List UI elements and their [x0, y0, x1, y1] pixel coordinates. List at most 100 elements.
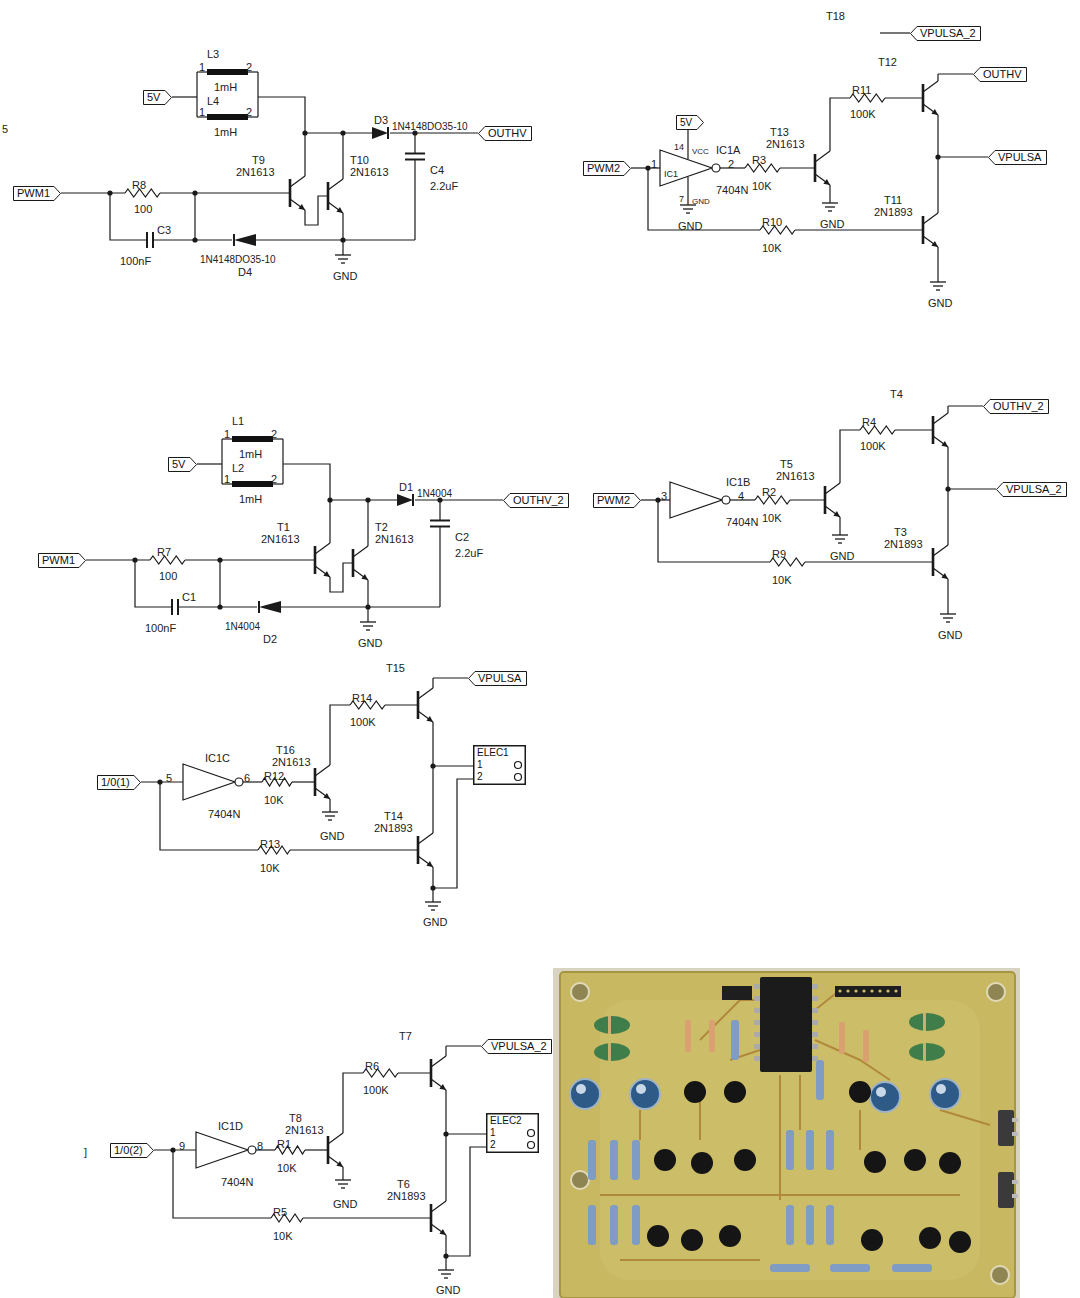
transistor-symbol [933, 413, 948, 447]
diode-symbol [234, 234, 256, 246]
mounting-hole [571, 983, 589, 1001]
wire [938, 156, 988, 157]
transistor-symbol [418, 833, 433, 867]
part-label: 2.2uF [455, 547, 483, 559]
transistor-base [417, 836, 420, 864]
inverter-bubble [722, 496, 730, 504]
transistor-emitter [431, 1079, 446, 1090]
wire [290, 849, 418, 850]
transistor-arrow [336, 207, 343, 213]
inductor-part [909, 1043, 945, 1061]
capacitor-top [936, 1084, 946, 1094]
connector-pin [1012, 1194, 1018, 1198]
ground-line [322, 811, 338, 812]
part-label: 1 [224, 473, 230, 485]
wire [880, 32, 910, 33]
part-label: 10K [762, 512, 782, 524]
wire [367, 580, 368, 622]
signal-name: PWM2 [597, 494, 631, 507]
part-label: R9 [772, 548, 786, 560]
connector-part [998, 1172, 1014, 1208]
part-label: L4 [207, 95, 219, 107]
inverter-symbol [196, 1132, 248, 1168]
part-label: 1N4004 [417, 488, 452, 500]
port-flag: 1/0(1) [97, 775, 141, 790]
part-label: 7404N [726, 516, 758, 528]
part-label: 1 [199, 61, 205, 73]
part-label: 1mH [214, 126, 237, 138]
transistor-base [327, 1136, 330, 1164]
flag-shape [594, 494, 641, 508]
inductor-symbol [232, 481, 273, 487]
ground-symbol [335, 255, 351, 263]
mounting-hole [571, 1171, 589, 1189]
wire [305, 1149, 328, 1150]
diode-symbol [397, 494, 413, 506]
part-label: R10 [762, 216, 782, 228]
wire [154, 1149, 196, 1150]
pin-number: 2 [490, 1139, 523, 1151]
transistor-base [314, 768, 317, 796]
capacitor-plate [405, 159, 425, 161]
part-label: R3 [752, 154, 766, 166]
connector-pin [1012, 1118, 1018, 1122]
transistor-arrow [298, 204, 305, 210]
flag-shape [504, 494, 569, 508]
part-label: 2 [271, 473, 277, 485]
transistor-base [824, 486, 827, 514]
part-label: 2.2uF [430, 180, 458, 192]
port-flag: VPULSA_2 [481, 1039, 552, 1054]
wire [258, 97, 372, 133]
wire [938, 73, 973, 74]
flag-shape [584, 162, 631, 176]
capacitor-plate [171, 599, 173, 615]
part-label: 100K [850, 108, 876, 120]
ic-pin [754, 1044, 760, 1049]
transistor-emitter [315, 788, 330, 799]
part-label: R8 [132, 179, 146, 191]
inverter-symbol [670, 482, 722, 518]
resistor-part [731, 1020, 739, 1060]
resistor-part [588, 1140, 596, 1180]
part-label: R4 [862, 416, 876, 428]
transistor-part [647, 1225, 669, 1247]
ground-line [930, 281, 946, 282]
wire [439, 500, 440, 521]
resistor-part [786, 1205, 794, 1245]
transistor-collector [328, 1133, 343, 1144]
part-label: 5 [166, 772, 172, 784]
capacitor-top [636, 1084, 646, 1094]
wire [385, 704, 418, 705]
part-label: 100 [134, 203, 152, 215]
part-label: 2N1613 [236, 166, 275, 178]
wire [330, 705, 350, 765]
transistor-base [932, 548, 935, 576]
ground-symbol [425, 902, 441, 910]
part-label: C2 [455, 531, 469, 543]
part-label: 6 [244, 772, 250, 784]
ground-line [363, 625, 373, 626]
part-label: 4 [738, 490, 744, 502]
wire [329, 799, 330, 812]
ground-line [338, 258, 348, 259]
transistor-symbol [825, 483, 840, 517]
signal-name: VPULSA [478, 672, 523, 685]
part-label: ] [84, 1146, 87, 1158]
flag-shape [974, 68, 1027, 82]
port-flag: VPULSA_2 [910, 26, 981, 41]
ground-symbol [680, 205, 696, 213]
wire [445, 1046, 446, 1056]
port-flag: VPULSA [468, 671, 527, 686]
transistor-symbol [431, 1201, 446, 1235]
wire [330, 563, 353, 592]
transistor-arrow [823, 179, 830, 185]
part-label: 100K [350, 716, 376, 728]
wire [948, 405, 983, 406]
part-label: C4 [430, 164, 444, 176]
diode-bar [387, 127, 389, 139]
part-label: T18 [826, 10, 845, 22]
wire [160, 782, 258, 850]
signal-name: PWM1 [42, 554, 76, 567]
